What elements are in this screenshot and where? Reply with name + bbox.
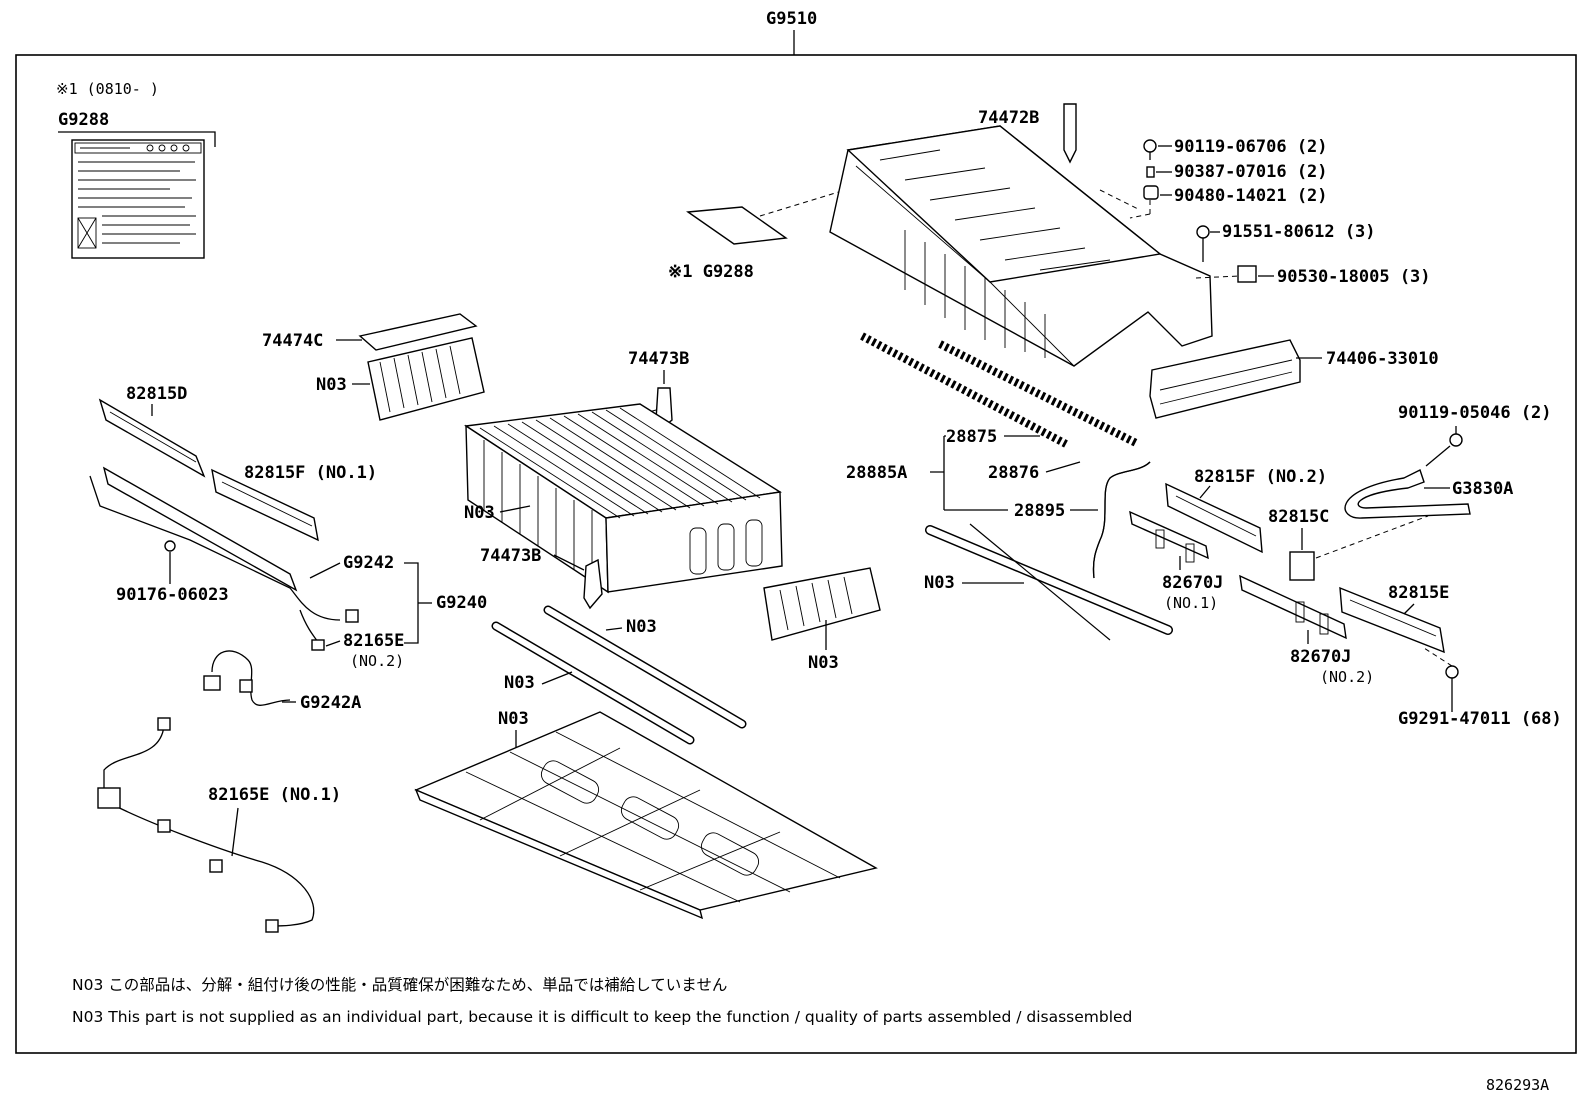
part-label-90119-06706: 90119-06706 (2) xyxy=(1174,137,1328,157)
note-jp: N03 この部品は、分解・組付け後の性能・品質確保が困難なため、単品では補給して… xyxy=(72,976,727,994)
bus-bar-module-82815e-illustration xyxy=(1339,586,1445,654)
part-label-90176-06023: 90176-06023 xyxy=(116,585,229,605)
wire-harness-g9242a-illustration xyxy=(203,650,291,706)
part-label-82670j-no1-sub: (NO.1) xyxy=(1164,594,1218,612)
part-label-82165e-no1: 82165E (NO.1) xyxy=(208,785,341,805)
part-label-n03-d: N03 xyxy=(808,653,839,673)
bolt-90119-05046-icon xyxy=(1449,433,1463,447)
part-label-28875: 28875 xyxy=(946,427,997,447)
part-label-74473b-a: 74473B xyxy=(628,349,689,369)
wire-harness-g9242-illustration xyxy=(89,466,359,651)
lower-tray-illustration xyxy=(414,711,878,920)
part-label-74472b: 74472B xyxy=(978,108,1039,128)
part-label-91551-80612: 91551-80612 (3) xyxy=(1222,222,1376,242)
part-label-28895: 28895 xyxy=(1014,501,1065,521)
part-label-n03-c: N03 xyxy=(626,617,657,637)
part-label-90119-05046: 90119-05046 (2) xyxy=(1398,403,1552,423)
part-label-82815e: 82815E xyxy=(1388,583,1449,603)
wire-harness-82165e-no1-illustration xyxy=(97,717,315,933)
part-label-82815c: 82815C xyxy=(1268,507,1329,527)
assembly-code: G9510 xyxy=(766,9,817,29)
date-note: ※1 (0810- ) xyxy=(56,80,159,98)
part-label-74406-33010: 74406-33010 xyxy=(1326,349,1439,369)
terminal-82670j-no2-illustration xyxy=(1239,574,1347,640)
bus-bar-module-82815f-no1-illustration xyxy=(211,468,319,542)
terminal-82670j-no1-illustration xyxy=(1129,510,1209,563)
cable-g3830a-illustration xyxy=(1344,469,1471,519)
part-label-n03-b: N03 xyxy=(464,503,495,523)
long-rod-n03-illustration xyxy=(925,523,1173,641)
duct-n03-a-illustration xyxy=(367,337,485,421)
part-label-82670j-no2: 82670J xyxy=(1290,647,1351,667)
bolt-91551-icon xyxy=(1196,225,1210,262)
part-label-90530-18005: 90530-18005 (3) xyxy=(1277,267,1431,287)
part-label-g9242a: G9242A xyxy=(300,693,361,713)
part-label-74474c: 74474C xyxy=(262,331,323,351)
bracket-74472b-illustration xyxy=(1063,103,1077,164)
part-label-74473b-b: 74473B xyxy=(480,546,541,566)
part-label-n03-g: N03 xyxy=(498,709,529,729)
part-label-n03-a: N03 xyxy=(316,375,347,395)
side-duct-n03-illustration xyxy=(763,567,881,641)
part-label-g9291-47011: G9291-47011 (68) xyxy=(1398,709,1562,729)
upper-cover-illustration xyxy=(829,125,1241,367)
spacer-rod-illustration xyxy=(860,332,1140,448)
connector-82815c-icon xyxy=(1289,551,1315,581)
part-label-n03-e: N03 xyxy=(504,673,535,693)
part-label-82815d: 82815D xyxy=(126,384,187,404)
diagram-frame xyxy=(15,54,1577,1054)
part-label-82815f-no1: 82815F (NO.1) xyxy=(244,463,377,483)
caution-label-illustration xyxy=(71,139,205,259)
part-label-82165e-no2: 82165E xyxy=(343,631,404,651)
bus-bar-module-82815f-no2-illustration xyxy=(1165,482,1263,554)
nut-g9291-icon xyxy=(1445,665,1459,679)
note-en: N03 This part is not supplied as an indi… xyxy=(72,1008,1132,1026)
fastener-bolt-icon xyxy=(1129,139,1159,219)
part-label-82670j-no1: 82670J xyxy=(1162,573,1223,593)
bus-bar-module-82815d-illustration xyxy=(98,398,206,478)
part-label-g9288: G9288 xyxy=(58,110,109,130)
part-label-28876: 28876 xyxy=(988,463,1039,483)
part-label-82165e-no2-sub: (NO.2) xyxy=(350,652,404,670)
part-label-90480-14021: 90480-14021 (2) xyxy=(1174,186,1328,206)
part-label-g3830a: G3830A xyxy=(1452,479,1513,499)
part-label-28885a: 28885A xyxy=(846,463,907,483)
bracket-74406-illustration xyxy=(1149,339,1301,419)
battery-module-stack-illustration xyxy=(464,403,783,594)
nut-90530-icon xyxy=(1237,265,1257,283)
part-label-82815f-no2: 82815F (NO.2) xyxy=(1194,467,1327,487)
rod-pair-illustration xyxy=(491,605,747,745)
part-label-82670j-no2-sub: (NO.2) xyxy=(1320,668,1374,686)
bracket-74473b-b-illustration xyxy=(583,558,603,610)
figure-id: 826293A xyxy=(1486,1076,1549,1094)
part-label-90387-07016: 90387-07016 (2) xyxy=(1174,162,1328,182)
part-label-g9240: G9240 xyxy=(436,593,487,613)
part-label-g9288-ref: ※1 G9288 xyxy=(668,262,754,282)
hose-28895-illustration xyxy=(1092,461,1151,579)
part-label-n03-f: N03 xyxy=(924,573,955,593)
cover-74474c-illustration xyxy=(358,313,478,351)
part-label-g9242: G9242 xyxy=(343,553,394,573)
